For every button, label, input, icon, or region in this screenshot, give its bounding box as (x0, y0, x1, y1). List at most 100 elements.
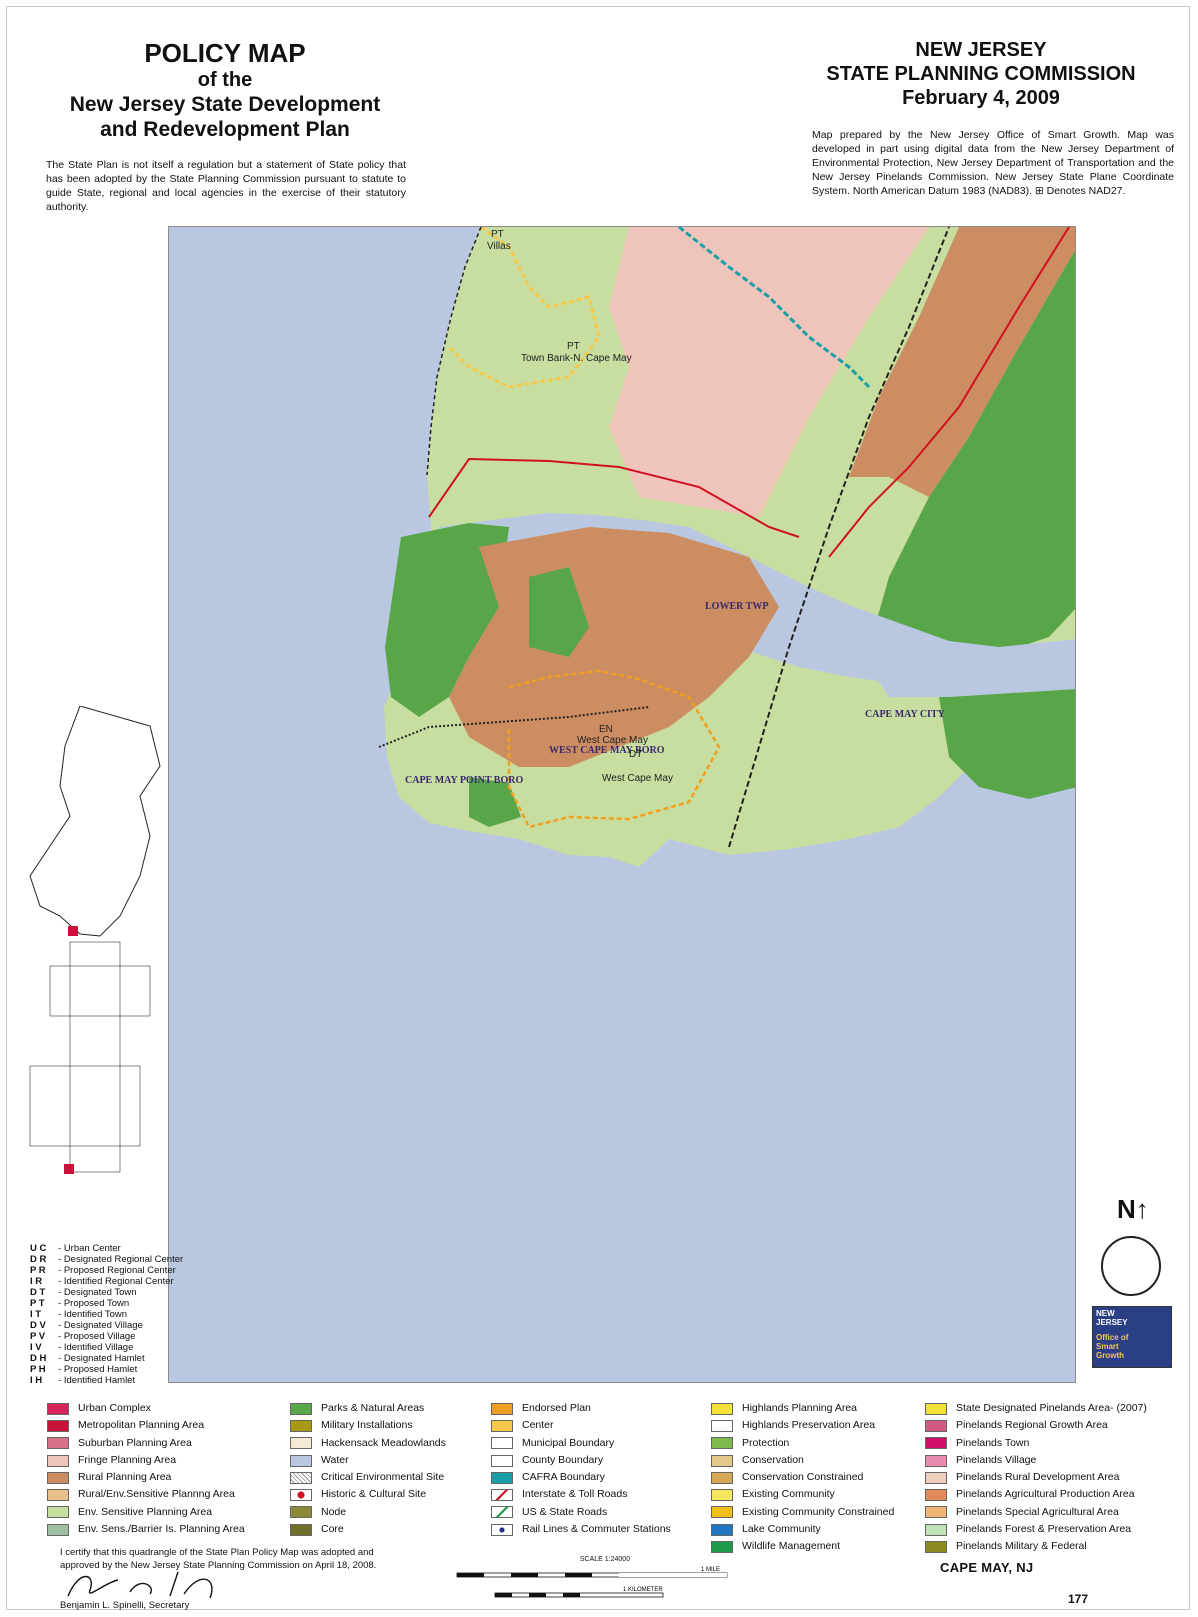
swatch (47, 1437, 69, 1450)
commission-date: February 4, 2009 (902, 87, 1060, 109)
swatch (711, 1471, 733, 1484)
swatch (711, 1402, 733, 1415)
parks-southwest (469, 777, 521, 827)
label-pt-villas-name: Villas (487, 241, 511, 252)
legend-item: Historic & Cultural Site (290, 1486, 480, 1503)
commission-line-1: NEW JERSEY (915, 39, 1047, 61)
legend-item: Interstate & Toll Roads (491, 1486, 691, 1503)
legend-item: CAFRA Boundary (491, 1469, 691, 1486)
route-9 (428, 457, 800, 538)
commission-line-2: STATE PLANNING COMMISSION (826, 63, 1136, 85)
main-map[interactable]: PT Villas PT Town Bank-N. Cape May LOWER… (168, 226, 1076, 1383)
swatch (47, 1506, 69, 1519)
route-626 (828, 227, 1070, 558)
legend-item: Critical Environmental Site (290, 1469, 480, 1486)
kilometer-bar (494, 1592, 664, 1598)
cafra-boundary-icon (491, 1471, 513, 1484)
swatch (925, 1437, 947, 1450)
swatch (925, 1471, 947, 1484)
legend-item: Fringe Planning Area (47, 1452, 267, 1469)
code-row: P R- Proposed Regional Center (30, 1265, 176, 1276)
legend-item: Conservation (711, 1452, 921, 1469)
label-dt-code: DT (629, 749, 642, 760)
code-row: D V- Designated Village (30, 1320, 143, 1331)
municipal-boundary-icon (491, 1437, 513, 1450)
center-codes: U C- Urban Center D R- Designated Region… (30, 1243, 210, 1386)
swatch (711, 1454, 733, 1467)
code-row: P V- Proposed Village (30, 1331, 136, 1342)
title-line-1: POLICY MAP (144, 38, 306, 68)
swatch (47, 1419, 69, 1432)
swatch (925, 1523, 947, 1536)
legend-item: Center (491, 1417, 691, 1434)
swatch (47, 1454, 69, 1467)
harbor (869, 647, 1075, 697)
code-row: D T- Designated Town (30, 1287, 137, 1298)
quadrangle-name: CAPE MAY, NJ (940, 1560, 1034, 1575)
label-pt-villas-code: PT (491, 229, 504, 240)
county-boundary-icon (491, 1454, 513, 1467)
title-line-3: New Jersey State Development (69, 93, 381, 116)
swatch (711, 1523, 733, 1536)
legend-boundaries: Endorsed Plan Center Municipal Boundary … (491, 1400, 691, 1538)
certification-text: I certify that this quadrangle of the St… (60, 1547, 377, 1571)
map-canvas: PT Villas PT Town Bank-N. Cape May LOWER… (378, 227, 1075, 867)
garden-state-parkway (728, 227, 950, 848)
code-row: I R- Identified Regional Center (30, 1276, 174, 1287)
mile-bar (456, 1572, 728, 1578)
legend-item: Pinelands Agricultural Production Area (925, 1486, 1175, 1503)
label-pt-townbank-name: Town Bank-N. Cape May (521, 353, 632, 364)
swatch (290, 1419, 312, 1432)
swatch (925, 1506, 947, 1519)
code-row: D H- Designated Hamlet (30, 1353, 145, 1364)
swatch (925, 1402, 947, 1415)
swatch (711, 1489, 733, 1502)
legend-item: County Boundary (491, 1452, 691, 1469)
legend-item: Rural Planning Area (47, 1469, 267, 1486)
fringe-area (609, 227, 929, 517)
swatch (925, 1489, 947, 1502)
label-west-cape-may-boro: WEST CAPE MAY BORO (549, 745, 665, 756)
svg-text:1 KILOMETER: 1 KILOMETER (623, 1587, 663, 1593)
map-credits: Map prepared by the New Jersey Office of… (812, 129, 1174, 197)
swatch (47, 1489, 69, 1502)
svg-text:1 MILE: 1 MILE (701, 1567, 720, 1573)
core-icon (290, 1523, 312, 1536)
legend-item: Core (290, 1521, 480, 1538)
legend-item: Hackensack Meadowlands (290, 1435, 480, 1452)
legend-item: Pinelands Special Agricultural Area (925, 1504, 1175, 1521)
rail-line-icon (491, 1523, 513, 1536)
code-row: P T- Proposed Town (30, 1298, 130, 1309)
title-line-2: of the (197, 69, 253, 91)
nj-outline (29, 705, 161, 937)
parks-central (529, 567, 589, 657)
legend-item: Pinelands Military & Federal (925, 1538, 1175, 1555)
legend-item: Pinelands Town (925, 1435, 1175, 1452)
legend-item: Wildlife Management (711, 1538, 921, 1555)
center-icon (491, 1419, 513, 1432)
legend-item: Lake Community (711, 1521, 921, 1538)
page-border (6, 6, 1190, 1610)
legend-item: Existing Community Constrained (711, 1504, 921, 1521)
smart-growth-logo: NEW JERSEY Office of Smart Growth (1092, 1306, 1172, 1368)
swatch (290, 1402, 312, 1415)
swatch (47, 1471, 69, 1484)
signature (67, 1571, 213, 1599)
cafra-boundary (678, 227, 871, 389)
interstate-road-icon (491, 1489, 513, 1502)
quad-grid (29, 941, 151, 1173)
legend-pinelands: State Designated Pinelands Area- (2007) … (925, 1400, 1175, 1556)
legend-item: Endorsed Plan (491, 1400, 691, 1417)
endorsed-plan-icon (491, 1402, 513, 1415)
code-row: U C- Urban Center (30, 1243, 121, 1254)
legend-item: Highlands Preservation Area (711, 1417, 921, 1434)
legend-item: Pinelands Regional Growth Area (925, 1417, 1175, 1434)
legend-item: Protection (711, 1435, 921, 1452)
label-en-code: EN (599, 724, 613, 735)
legend-planning-areas: Urban Complex Metropolitan Planning Area… (47, 1400, 267, 1538)
title-line-4: and Redevelopment Plan (100, 118, 350, 141)
state-road-icon (491, 1506, 513, 1519)
legend-features: Parks & Natural Areas Military Installat… (290, 1400, 480, 1538)
parks-cape-may-city (939, 687, 1075, 799)
legend-item: Parks & Natural Areas (290, 1400, 480, 1417)
